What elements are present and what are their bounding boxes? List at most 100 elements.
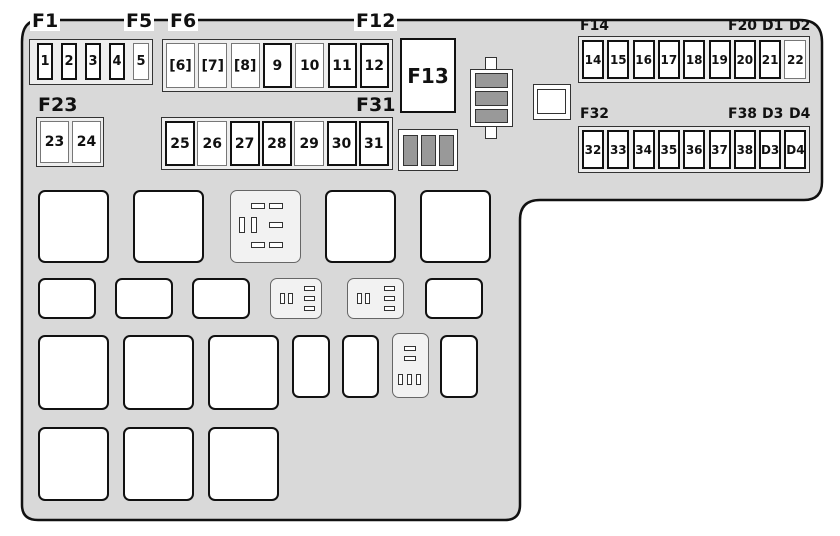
label-d2: D2: [789, 18, 811, 34]
fuse-21[interactable]: 21: [759, 40, 782, 79]
fuse-label: 15: [609, 52, 627, 67]
fuse-label: [6]: [169, 57, 192, 74]
relay-box[interactable]: [123, 427, 194, 501]
label-f5: F5: [124, 10, 155, 32]
diode-block: [470, 69, 513, 127]
relay-box-small[interactable]: [192, 278, 250, 319]
relay-pin: [384, 286, 395, 291]
fuse-19[interactable]: 19: [708, 40, 731, 79]
fuse-33[interactable]: 33: [607, 130, 630, 169]
relay-box[interactable]: [38, 427, 109, 501]
fuse-label: 28: [267, 135, 287, 152]
fuse-18[interactable]: 18: [683, 40, 706, 79]
fuse-label: 38: [736, 142, 754, 157]
fuse-8[interactable]: [8]: [230, 43, 260, 88]
fuse-15[interactable]: 15: [607, 40, 630, 79]
fuse-23[interactable]: 23: [40, 121, 69, 163]
relay-box[interactable]: [420, 190, 491, 263]
relay-socket-small[interactable]: [270, 278, 322, 319]
fuse-38[interactable]: 38: [733, 130, 756, 169]
fuse-12[interactable]: 12: [359, 43, 389, 88]
relay-pin: [251, 217, 257, 233]
fuse-32[interactable]: 32: [582, 130, 604, 169]
fuse-label: 33: [609, 142, 627, 157]
fuse-label: D3: [760, 142, 780, 157]
relay-box[interactable]: [38, 335, 109, 410]
relay-pin: [269, 203, 283, 209]
fuse-label: 35: [660, 142, 678, 157]
label-f23: F23: [38, 94, 78, 116]
fuse-2[interactable]: 2: [61, 43, 77, 80]
fuse-20[interactable]: 20: [733, 40, 756, 79]
grey-slot: [403, 135, 418, 166]
fuse-35[interactable]: 35: [657, 130, 680, 169]
fuse-d4[interactable]: D4: [784, 130, 807, 169]
fuse-5[interactable]: 5: [133, 43, 149, 80]
fuse-24[interactable]: 24: [72, 121, 101, 163]
fuse-f13[interactable]: F13: [400, 38, 456, 113]
fuse-37[interactable]: 37: [708, 130, 731, 169]
relay-box[interactable]: [208, 335, 279, 410]
relay-box-narrow[interactable]: [342, 335, 379, 398]
relay-box-narrow[interactable]: [292, 335, 330, 398]
relay-box[interactable]: [325, 190, 396, 263]
relay-pin: [304, 286, 315, 291]
fuse-label: 19: [711, 52, 728, 67]
fuse-11[interactable]: 11: [327, 43, 357, 88]
fuse-3[interactable]: 3: [85, 43, 101, 80]
relay-pin: [407, 374, 412, 385]
relay-box-small[interactable]: [115, 278, 173, 319]
fuse-7[interactable]: [7]: [198, 43, 228, 88]
fuse-16[interactable]: 16: [632, 40, 655, 79]
label-f1: F1: [30, 10, 61, 32]
fuse-label: 17: [660, 52, 678, 67]
fuse-1[interactable]: 1: [37, 43, 53, 80]
relay-box-small[interactable]: [38, 278, 96, 319]
label-f14: F14: [580, 18, 610, 34]
fuse-29[interactable]: 29: [294, 121, 325, 166]
fuse-holder-f32-d4: 32 33 34 35 36 37 38 D3 D4: [578, 126, 810, 173]
fuse-label: 37: [711, 142, 728, 157]
fuse-36[interactable]: 36: [683, 130, 706, 169]
fuse-4[interactable]: 4: [109, 43, 125, 80]
relay-box[interactable]: [208, 427, 279, 501]
fuse-label: 9: [272, 57, 283, 74]
fuse-d3[interactable]: D3: [759, 130, 782, 169]
relay-box-small[interactable]: [425, 278, 483, 319]
fuse-label: 4: [112, 54, 122, 69]
fuse-17[interactable]: 17: [657, 40, 680, 79]
fuse-28[interactable]: 28: [261, 121, 292, 166]
fuse-9[interactable]: 9: [262, 43, 292, 88]
fuse-34[interactable]: 34: [632, 130, 655, 169]
fuse-label: 11: [332, 57, 352, 74]
fuse-31[interactable]: 31: [358, 121, 389, 166]
fuse-27[interactable]: 27: [229, 121, 260, 166]
fuse-22[interactable]: 22: [784, 40, 807, 79]
relay-pin: [280, 293, 285, 304]
fuse-label: 22: [787, 52, 804, 67]
fuse-14[interactable]: 14: [582, 40, 604, 79]
relay-socket-small[interactable]: [347, 278, 404, 319]
fuse-10[interactable]: 10: [295, 43, 325, 88]
fuse-26[interactable]: 26: [197, 121, 228, 166]
relay-box[interactable]: [38, 190, 109, 263]
diode-slot: [475, 109, 508, 123]
label-d4: D4: [789, 106, 811, 122]
fuse-30[interactable]: 30: [326, 121, 357, 166]
relay-pin: [365, 293, 370, 304]
relay-box-narrow[interactable]: [440, 335, 478, 398]
fuse-25[interactable]: 25: [165, 121, 195, 166]
grey-slot: [421, 135, 436, 166]
small-component: [533, 84, 571, 120]
relay-socket-large[interactable]: [230, 190, 301, 263]
relay-pin: [304, 306, 315, 311]
fuse-label: 3: [88, 54, 98, 69]
relay-socket-vertical[interactable]: [392, 333, 429, 398]
fuse-label: 10: [299, 57, 320, 74]
relay-box[interactable]: [133, 190, 204, 263]
relay-box[interactable]: [123, 335, 194, 410]
relay-pin: [404, 356, 416, 361]
fuse-6[interactable]: [6]: [166, 43, 195, 88]
